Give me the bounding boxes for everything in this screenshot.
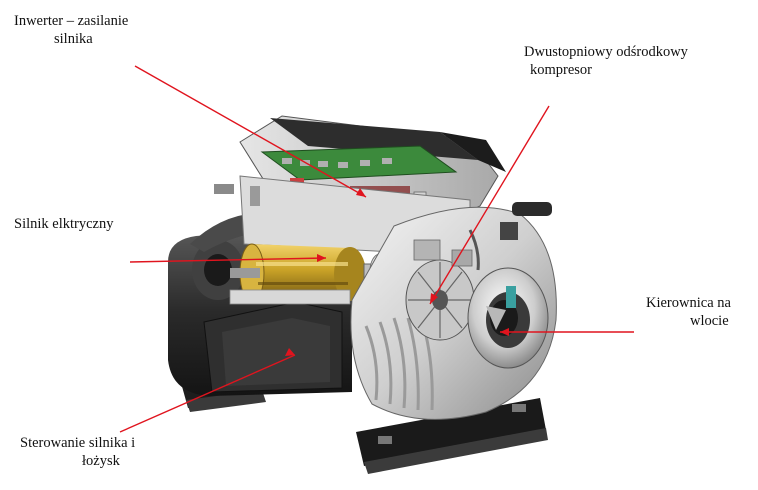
- label-inverter: Inwerter – zasilanie silnika: [14, 12, 128, 48]
- label-compressor: Dwustopniowy odśrodkowy kompresor: [524, 43, 688, 79]
- callout-arrowheads: [285, 188, 509, 356]
- label-bearing-control-line2: łożysk: [82, 453, 120, 469]
- callout-lines: [119, 65, 634, 433]
- label-inverter-line1: Inwerter – zasilanie: [14, 13, 129, 29]
- label-inlet-vanes-line1: Kierownica na: [646, 295, 731, 311]
- label-inlet-vanes-line2: wlocie: [690, 313, 729, 329]
- callout-line-inverter: [134, 65, 367, 198]
- label-compressor-line1: Dwustopniowy odśrodkowy: [524, 44, 688, 60]
- callout-line-motor: [129, 257, 327, 263]
- label-motor: Silnik elktryczny: [14, 215, 113, 233]
- label-compressor-line2: kompresor: [530, 62, 593, 78]
- label-motor-line1: Silnik elktryczny: [14, 216, 114, 232]
- label-inverter-line2: silnika: [54, 31, 93, 47]
- label-inlet-vanes: Kierownica na wlocie: [646, 294, 731, 330]
- callout-line-bearing-control: [119, 354, 296, 433]
- label-bearing-control: Sterowanie silnika i łożysk: [20, 434, 135, 470]
- callout-line-compressor: [429, 105, 550, 305]
- label-bearing-control-line1: Sterowanie silnika i: [20, 435, 136, 451]
- compressor-section: [350, 202, 557, 420]
